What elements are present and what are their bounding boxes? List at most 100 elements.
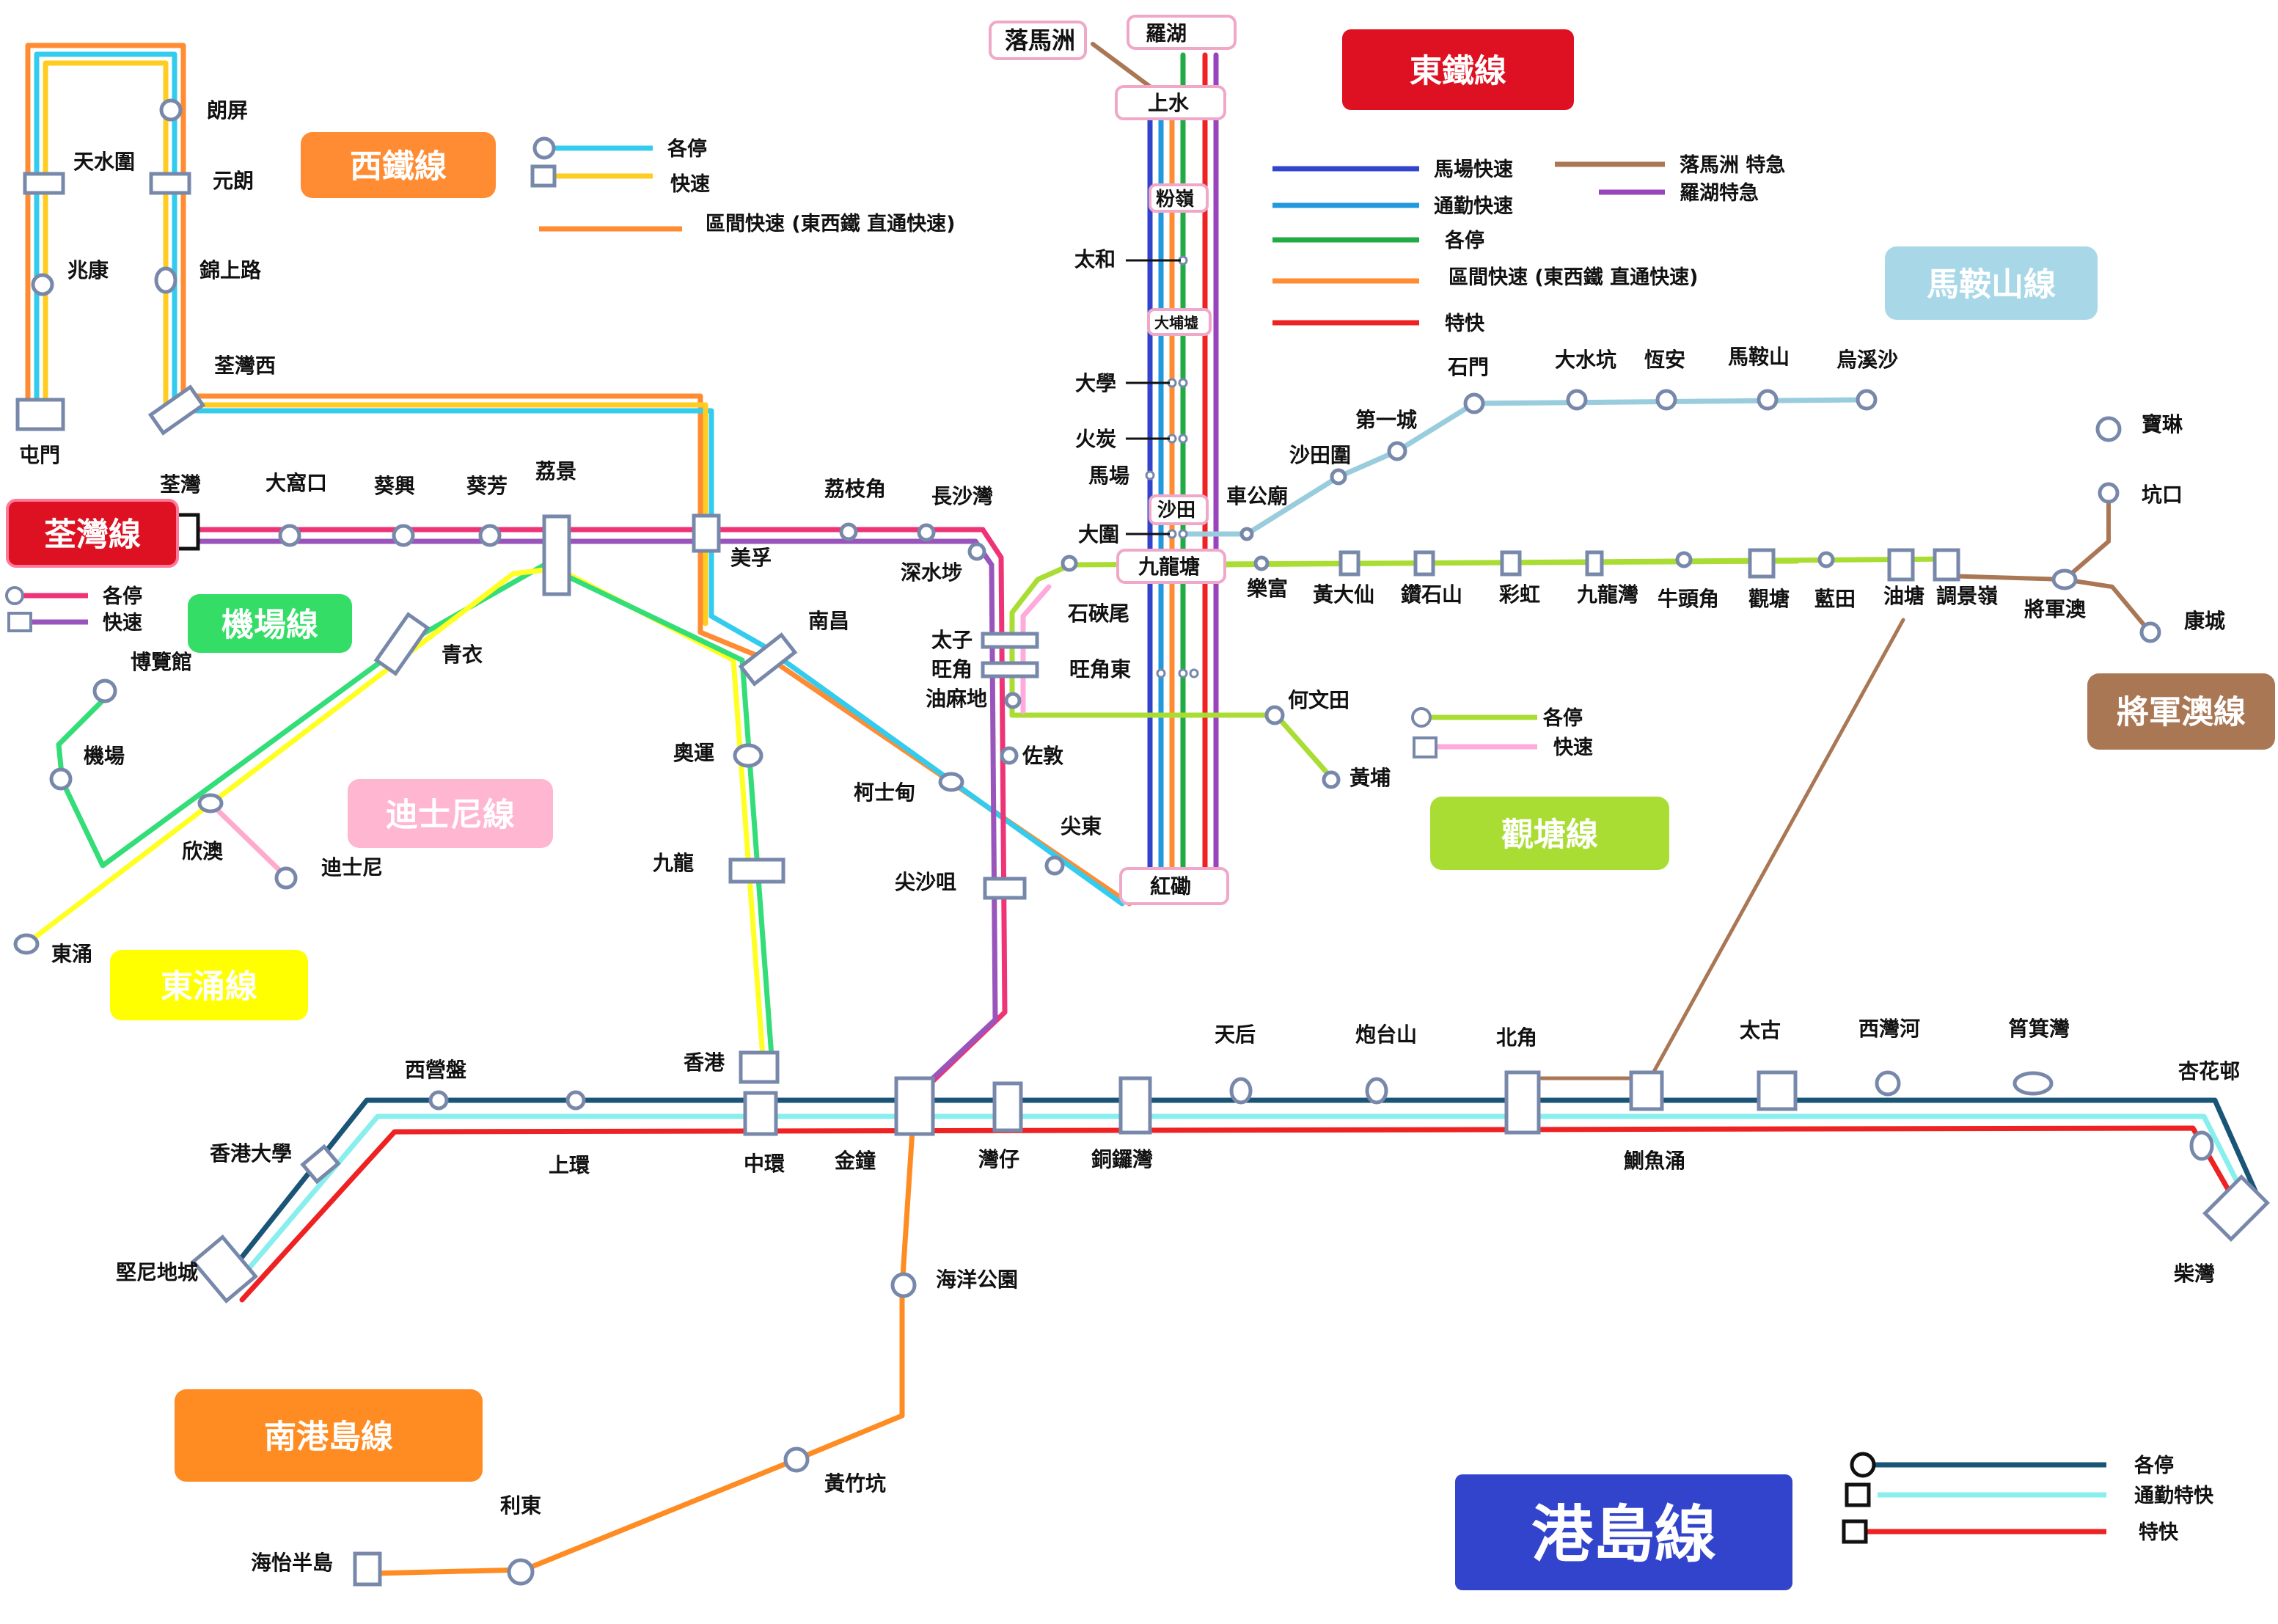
heng-on-station[interactable]: [1655, 389, 1677, 411]
kowloon-bay-station[interactable]: [1585, 550, 1604, 577]
kam-sheung-road-station[interactable]: [154, 266, 177, 294]
kwai-hing-station[interactable]: [392, 524, 415, 547]
sha-tin-wai-station[interactable]: [1330, 468, 1347, 486]
tin-shui-wai-station[interactable]: [23, 172, 65, 195]
mei-foo-station[interactable]: [692, 513, 721, 553]
lai-chi-kok-station[interactable]: [839, 522, 858, 541]
admiralty-station[interactable]: [894, 1076, 935, 1136]
sai-ying-pun-station[interactable]: [428, 1090, 449, 1111]
olympic-station[interactable]: [733, 743, 763, 768]
shek-mun-station[interactable]: [1463, 392, 1485, 414]
mong-kok-east-dot-3[interactable]: [1189, 668, 1199, 679]
airport-station[interactable]: [49, 767, 73, 791]
tsim-sha-tsui-station[interactable]: [983, 877, 1027, 900]
long-ping-station[interactable]: [159, 98, 183, 122]
tai-wai-dot-2[interactable]: [1178, 529, 1188, 539]
che-kung-temple-dot[interactable]: [1239, 527, 1254, 541]
jordan-station[interactable]: [1000, 746, 1019, 765]
tuen-mun-station[interactable]: [15, 398, 65, 431]
tsing-yi-station[interactable]: [373, 612, 431, 676]
lok-fu-station[interactable]: [1253, 555, 1270, 571]
tseung-kwan-o-station[interactable]: [2051, 568, 2078, 590]
lohas-park-station[interactable]: [2139, 621, 2161, 643]
chai-wan-station[interactable]: [2202, 1174, 2270, 1242]
kwai-fong-station[interactable]: [478, 524, 502, 547]
sai-wan-ho-station[interactable]: [1875, 1070, 1901, 1097]
wong-chuk-hang-station[interactable]: [783, 1446, 810, 1473]
sham-shui-po-station[interactable]: [967, 542, 986, 561]
quarry-bay-station[interactable]: [1629, 1070, 1664, 1111]
causeway-bay-station[interactable]: [1118, 1076, 1152, 1135]
kowloon-station[interactable]: [728, 857, 785, 884]
cheung-sha-wan-station[interactable]: [917, 523, 936, 542]
fanling-station[interactable]: [1149, 183, 1209, 213]
wu-kai-sha-station[interactable]: [1856, 389, 1878, 411]
kowloon-tong-station[interactable]: [1116, 549, 1226, 584]
south-horizons-station[interactable]: [353, 1551, 382, 1587]
ho-man-tin-station[interactable]: [1264, 705, 1285, 725]
yuen-long-station[interactable]: [149, 172, 191, 195]
ocean-park-station[interactable]: [890, 1272, 917, 1298]
sha-tin-station[interactable]: [1149, 494, 1209, 525]
lok-ma-chau-station[interactable]: [989, 21, 1087, 60]
austin-station[interactable]: [938, 772, 964, 792]
tai-po-market-station[interactable]: [1147, 308, 1212, 336]
shek-kip-mei-station[interactable]: [1061, 555, 1078, 572]
central-station[interactable]: [743, 1091, 778, 1136]
tai-shui-hang-station[interactable]: [1566, 389, 1588, 411]
wan-chai-station[interactable]: [992, 1081, 1023, 1133]
mong-kok-east-dot-2[interactable]: [1178, 668, 1188, 679]
diamond-hill-station[interactable]: [1413, 550, 1435, 577]
heng-fa-chuen-station[interactable]: [2189, 1130, 2214, 1161]
siu-hong-station[interactable]: [31, 273, 54, 296]
tai-wo-hau-station[interactable]: [278, 524, 301, 547]
po-lam-station[interactable]: [2095, 416, 2122, 442]
hung-hom-station[interactable]: [1119, 867, 1229, 905]
label-admiralty: 金鐘: [834, 1149, 876, 1173]
fo-tan-dot-2[interactable]: [1178, 434, 1188, 444]
asia-world-expo-station[interactable]: [92, 679, 117, 703]
racecourse-dot[interactable]: [1145, 470, 1155, 480]
lei-tung-station[interactable]: [507, 1558, 535, 1586]
label-lei-tung: 利東: [500, 1493, 541, 1518]
shau-kei-wan-station[interactable]: [2013, 1071, 2054, 1096]
sunny-bay-station[interactable]: [197, 793, 224, 813]
yau-tong-station[interactable]: [1887, 548, 1915, 582]
tiu-keng-leng-station[interactable]: [1933, 548, 1960, 582]
label-kwun-tong: 觀塘: [1748, 587, 1790, 611]
tsim-sha-tsui-east-station[interactable]: [1044, 855, 1065, 876]
lam-tin-station[interactable]: [1817, 551, 1835, 568]
island-legend-limited: 特快: [2139, 1521, 2179, 1544]
mong-kok-station[interactable]: [981, 661, 1039, 679]
disneyland-resort-station[interactable]: [274, 866, 298, 890]
kennedy-town-station[interactable]: [191, 1234, 258, 1304]
prince-edward-station[interactable]: [981, 632, 1039, 649]
tung-chung-station[interactable]: [13, 933, 40, 955]
nam-cheong-station[interactable]: [738, 632, 798, 687]
sheung-wan-station[interactable]: [565, 1090, 586, 1111]
city-one-station[interactable]: [1387, 441, 1407, 461]
whampoa-station[interactable]: [1322, 770, 1341, 789]
choi-hung-station[interactable]: [1500, 550, 1522, 577]
tsuen-wan-west-station[interactable]: [147, 384, 206, 436]
hong-kong-station[interactable]: [739, 1050, 780, 1084]
lai-king-station[interactable]: [542, 514, 571, 596]
mong-kok-east-dot-1[interactable]: [1156, 668, 1166, 679]
north-point-station[interactable]: [1504, 1070, 1541, 1135]
university-dot-2[interactable]: [1178, 378, 1188, 388]
ma-on-shan-station[interactable]: [1757, 389, 1779, 411]
hang-hau-station[interactable]: [2098, 482, 2120, 504]
sheung-shui-station[interactable]: [1115, 85, 1226, 120]
label-diamond-hill: 鑽石山: [1401, 582, 1462, 607]
kwun-tong-station[interactable]: [1748, 548, 1776, 579]
hku-station[interactable]: [300, 1144, 341, 1185]
fortress-hill-station[interactable]: [1365, 1077, 1388, 1105]
lo-wu-station[interactable]: [1127, 15, 1237, 50]
tin-hau-station[interactable]: [1229, 1077, 1253, 1105]
wong-tai-sin-station[interactable]: [1338, 550, 1360, 577]
yau-ma-tei-station[interactable]: [1004, 692, 1022, 709]
ngau-tau-kok-station[interactable]: [1675, 551, 1693, 568]
label-wong-tai-sin: 黃大仙: [1313, 582, 1374, 607]
tai-koo-station[interactable]: [1757, 1070, 1798, 1111]
east-rail-label: 東鐵線: [1410, 53, 1506, 90]
